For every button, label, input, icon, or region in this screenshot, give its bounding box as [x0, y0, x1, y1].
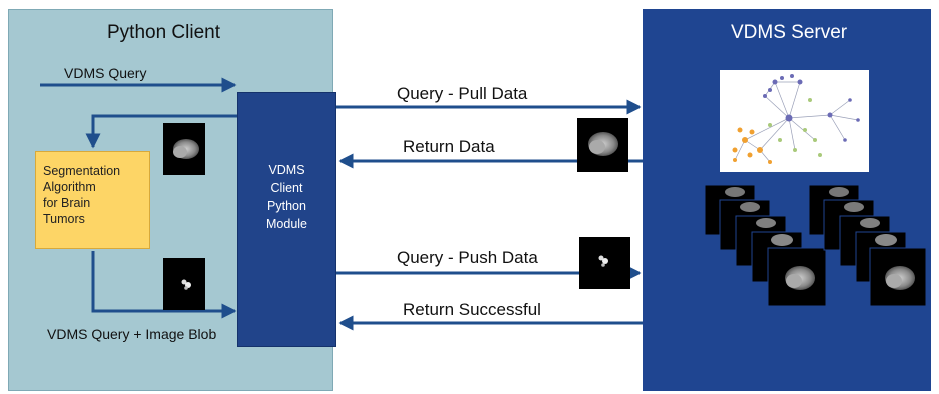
- segmentation-to-module-arrow: [91, 251, 237, 319]
- vdms-client-python-module: VDMS Client Python Module: [237, 92, 336, 347]
- vdms-query-image-blob-label: VDMS Query + Image Blob: [47, 326, 217, 342]
- return-data-label: Return Data: [403, 137, 495, 156]
- return-data-brain-thumbnail: [577, 118, 628, 172]
- segmentation-algorithm-box: Segmentation Algorithm for Brain Tumors: [35, 151, 150, 249]
- query-push-data-label: Query - Push Data: [397, 248, 538, 267]
- module-to-segmentation-arrow: [85, 114, 237, 149]
- module-line: VDMS: [268, 163, 305, 177]
- segmentation-line: for Brain: [43, 196, 91, 210]
- segmentation-line: Segmentation: [43, 164, 121, 178]
- module-line: Module: [266, 217, 307, 231]
- module-line: Client: [270, 181, 303, 195]
- push-data-mask-thumbnail: [579, 237, 630, 289]
- graph-database-image: [720, 70, 869, 172]
- tumor-mask-thumbnail: [163, 258, 205, 310]
- brain-scan-thumbnail: [163, 123, 205, 175]
- query-pull-data-label: Query - Pull Data: [397, 84, 528, 103]
- vdms-query-label: VDMS Query: [64, 65, 147, 81]
- module-line: Python: [267, 199, 306, 213]
- image-stack-right: [808, 184, 927, 307]
- return-successful-label: Return Successful: [403, 300, 541, 319]
- vdms-server-title: VDMS Server: [731, 22, 848, 43]
- segmentation-line: Algorithm: [43, 180, 96, 194]
- python-client-title: Python Client: [107, 22, 221, 43]
- image-stack-left: [704, 184, 827, 307]
- segmentation-line: Tumors: [43, 212, 85, 226]
